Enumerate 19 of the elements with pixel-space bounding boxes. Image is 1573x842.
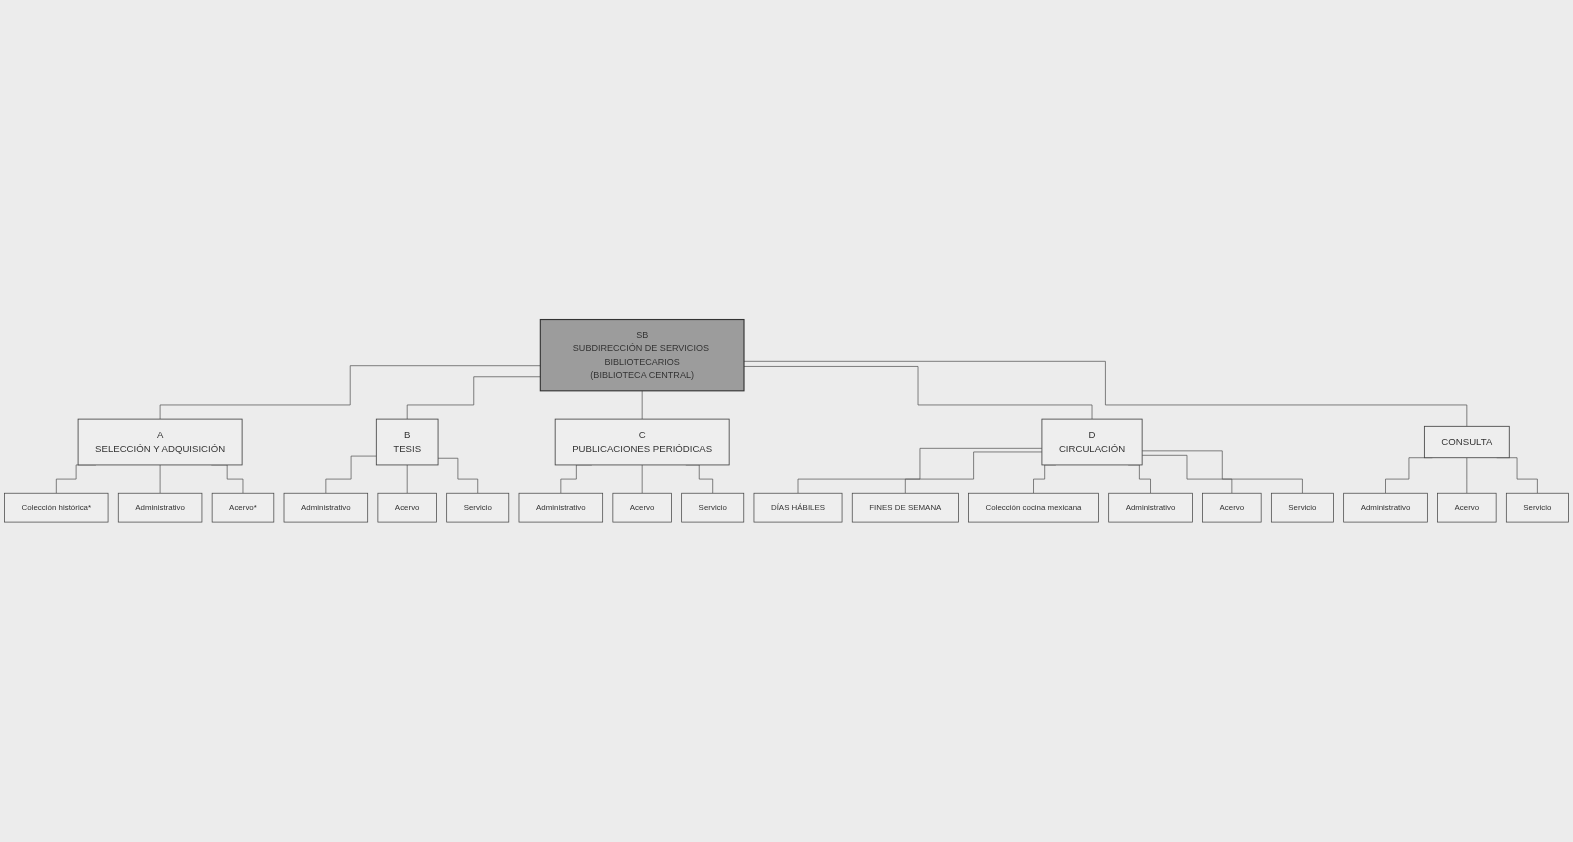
connector: [1141, 450, 1303, 494]
node-box: A SELECCIÓN Y ADQUISICIÓN: [77, 418, 243, 466]
connector: [1466, 457, 1468, 494]
connector: [904, 451, 1043, 494]
connector: [159, 365, 541, 420]
node-box: B TESIS: [375, 418, 439, 466]
connector: [641, 464, 643, 494]
connector: [641, 390, 643, 420]
node-box: D CIRCULACIÓN: [1041, 418, 1143, 466]
connector: [325, 455, 377, 494]
node-box: SB SUBDIRECCIÓN DE SERVICIOS BIBLIOTECARIOS (BIBLIOTECA CENTRAL): [539, 319, 745, 392]
connector: [797, 448, 1043, 494]
connector: [159, 464, 161, 494]
node-box: C PUBLICACIONES PERIÓDICAS: [554, 418, 730, 466]
connector: [406, 376, 541, 420]
connector: [406, 464, 408, 494]
connector: [1141, 455, 1233, 494]
node-box: CONSULTA: [1423, 426, 1510, 459]
connector: [437, 458, 479, 494]
